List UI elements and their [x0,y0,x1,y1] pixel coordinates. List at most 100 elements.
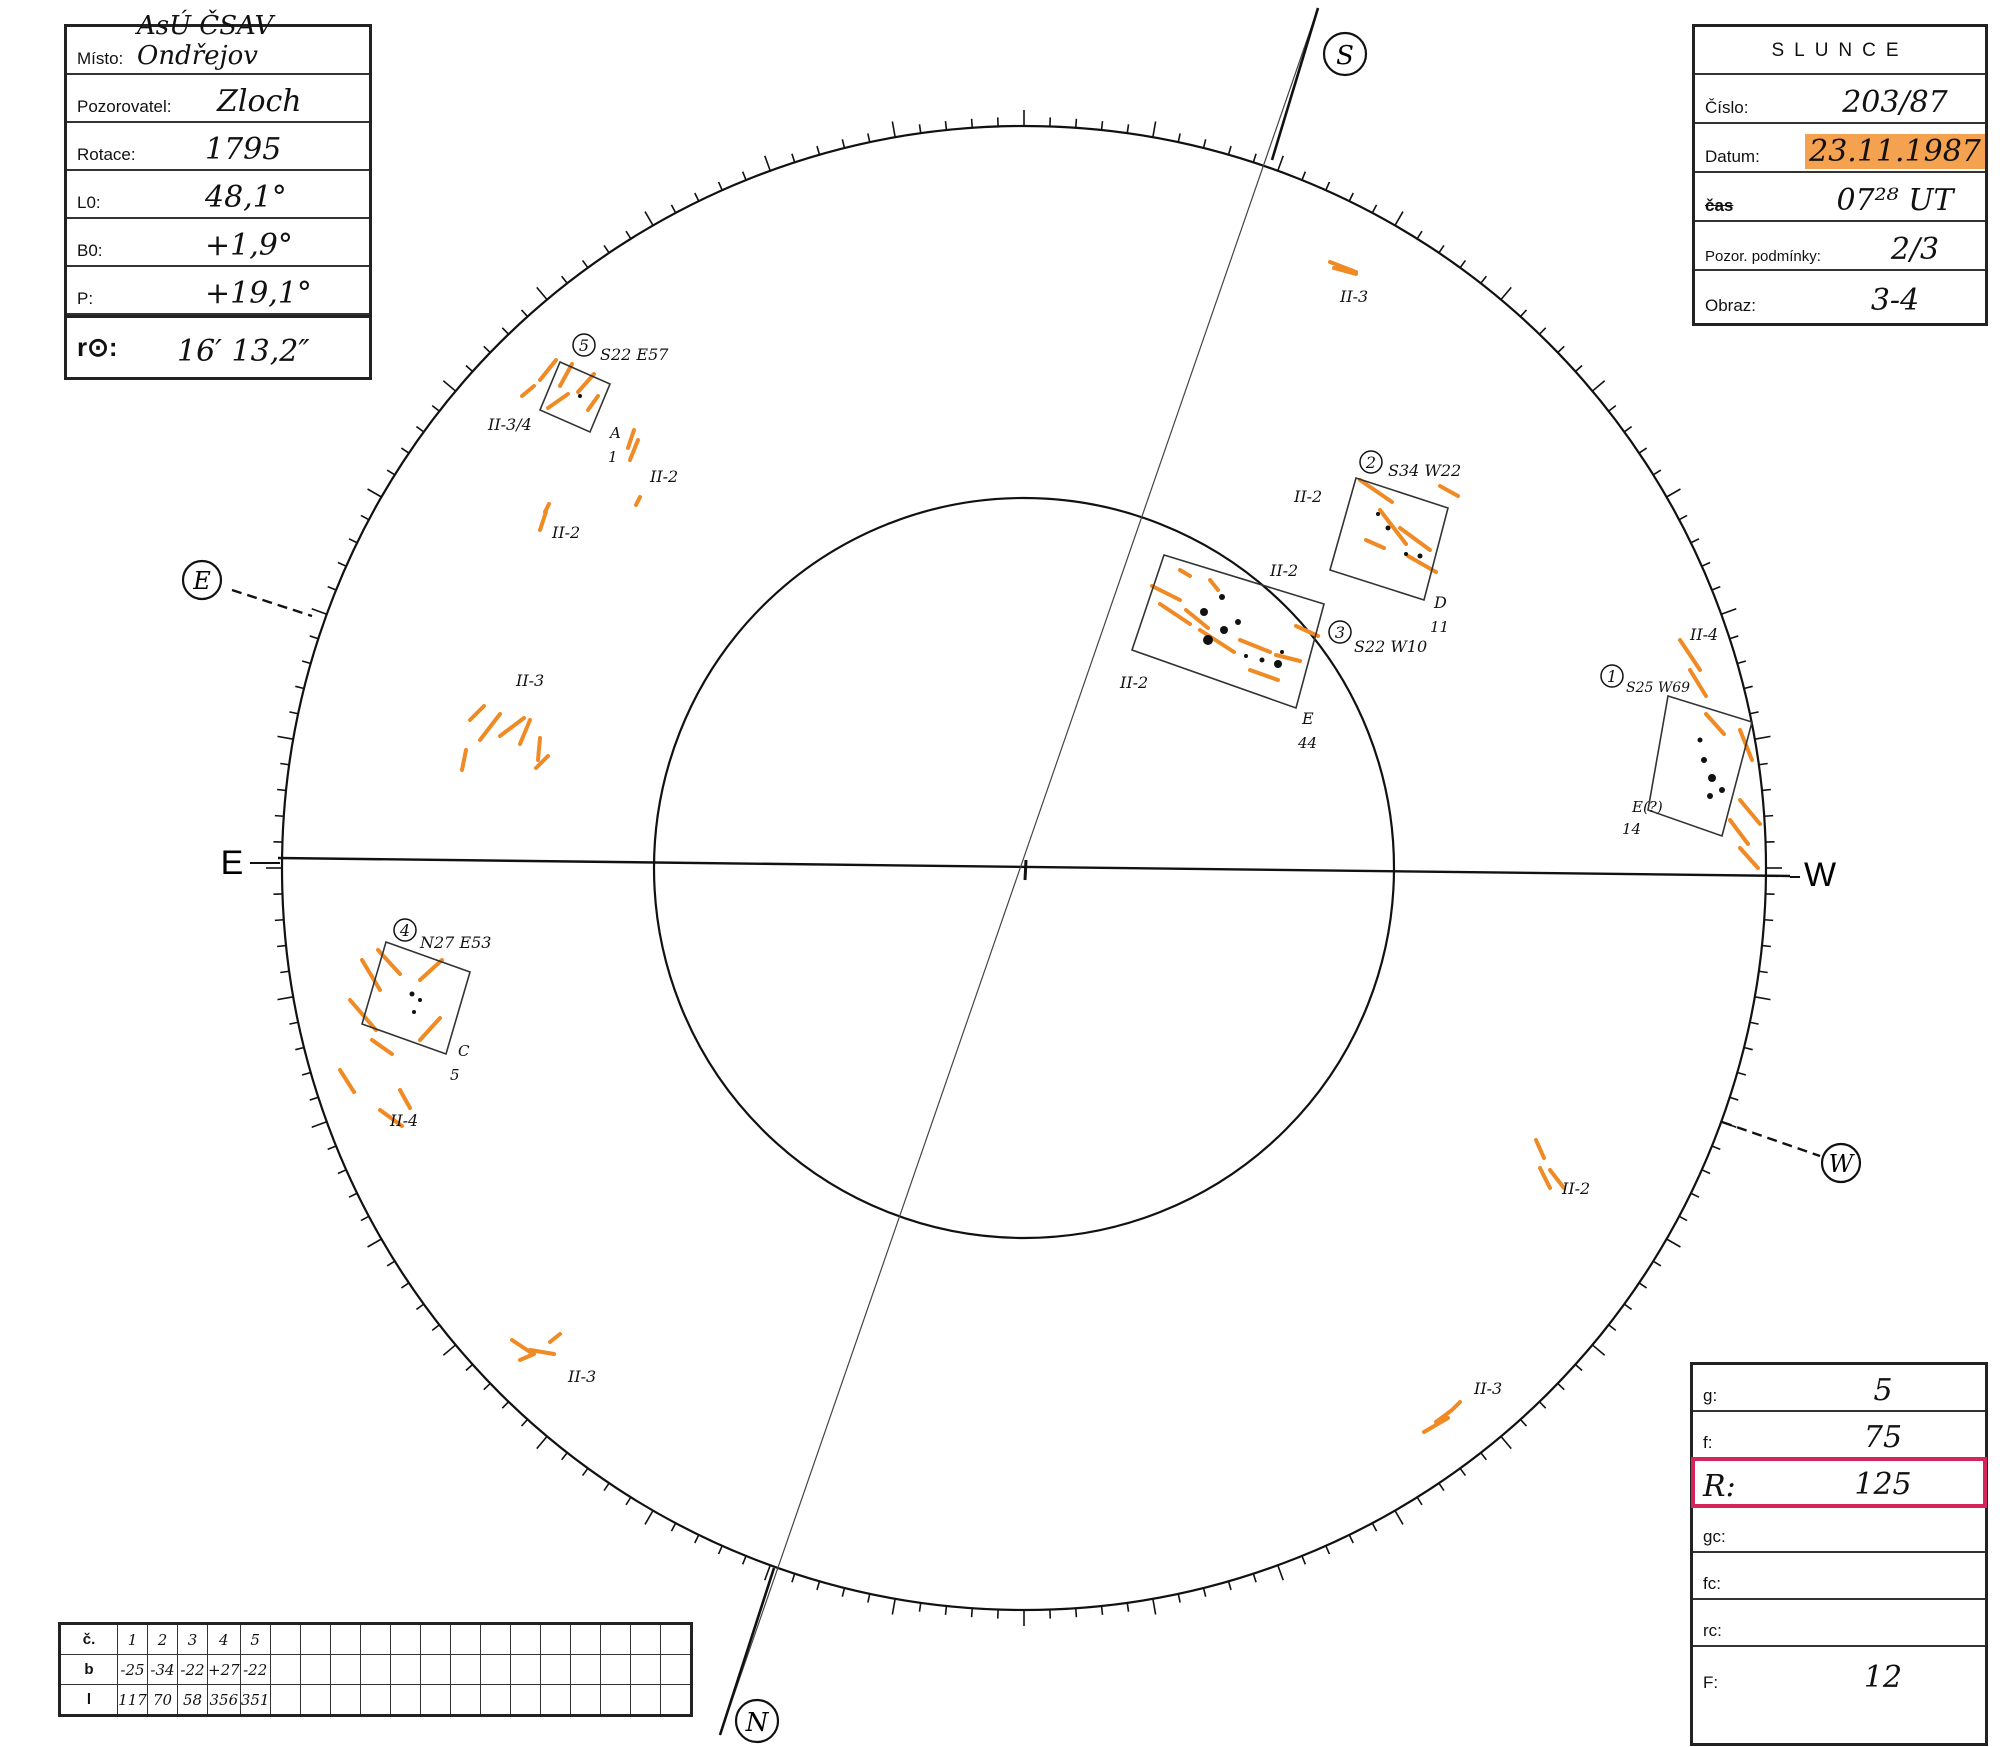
r0-value: 16′ 13,2″ [177,334,310,369]
p-value: +19,1° [205,276,312,311]
obraz-value: 3-4 [1870,283,1920,318]
region-boxes [361,360,1753,1056]
limb-tick [1519,1418,1528,1427]
limb-tick [625,1496,632,1506]
table-cell [269,1654,301,1685]
limb-tick [501,327,510,335]
limb-tick [1538,327,1547,335]
limb-tick [1126,1602,1130,1612]
table-cell [659,1654,692,1685]
svg-text:D: D [1433,593,1447,612]
r-value: 125 [1854,1467,1912,1502]
table-cell [509,1684,541,1716]
region-label-4: 4 N27 E53 C 5 [393,918,491,1084]
limb-tick [1758,970,1768,974]
limb-tick [337,1169,347,1175]
east-dashed-axis [231,588,313,618]
north-south-axis-bold-top [1270,7,1320,161]
svg-text:A: A [608,424,621,442]
table-cell [269,1623,301,1655]
limb-tick [1202,139,1207,149]
F-label: F: [1703,1673,1719,1692]
limb-tick [918,1602,922,1612]
limb-tick [431,405,440,412]
limb-tick [301,1071,311,1076]
limb-tick [1701,1169,1711,1175]
limb-tick [327,585,337,591]
rc-label: rc: [1703,1621,1722,1640]
faculae-label: II-3 [567,1367,596,1386]
limb-tick [1227,145,1232,155]
limb-tick [1152,1598,1157,1615]
limb-tick [1737,1071,1747,1076]
limb-tick [1126,124,1130,134]
limb-tick [816,145,821,155]
svg-text:44: 44 [1297,734,1317,752]
inner-circle [652,496,1396,1240]
table-cell: 58 [177,1684,208,1716]
table-cell [389,1684,421,1716]
limb-tick [1608,405,1617,412]
limb-tick [274,918,284,922]
table-cell [329,1684,361,1716]
podminky-value: 2/3 [1890,232,1940,267]
limb-tick [1152,121,1157,138]
limb-tick [1519,309,1528,318]
faculae-label: II-2 [551,523,580,542]
slunce-title: SLUNCE [1695,27,1985,75]
table-cell [449,1684,481,1716]
table-row-header: č. [59,1623,118,1655]
s-pole-label: S [1336,41,1354,71]
limb-tick [348,538,358,544]
limb-tick [1749,1021,1759,1025]
limb-tick [841,1587,846,1597]
limb-tick [670,204,677,214]
table-cell: 117 [117,1684,148,1716]
svg-text:S22 W10: S22 W10 [1354,637,1427,656]
misto-row: Místo: AsÚ ČSAV Ondřejov [67,11,369,75]
obraz-row: Obraz: 3-4 [1695,271,1985,320]
limb-tick [1764,918,1774,922]
table-cell [569,1684,601,1716]
faculae-label: II-4 [389,1111,418,1130]
l0-row: L0: 48,1° [67,171,369,219]
limb-tick [1277,155,1285,172]
limb-tick [1720,607,1737,615]
svg-text:14: 14 [1622,820,1641,838]
limb-tick [891,1598,896,1615]
limb-tick [1480,1452,1487,1461]
table-cell [299,1623,331,1655]
limb-tick [1557,1382,1565,1391]
table-cell: 1 [117,1623,148,1655]
limb-tick [311,1121,328,1129]
svg-text:5: 5 [579,336,589,355]
table-cell: -22 [239,1654,271,1685]
limb-tick [1591,1344,1606,1356]
svg-text:4: 4 [399,921,410,940]
g-label: g: [1703,1386,1718,1405]
limb-tick [520,1418,529,1427]
r-row: R: 125 [1691,1457,1987,1508]
limb-tick [1754,735,1771,740]
table-cell [329,1654,361,1685]
table-cell [419,1654,451,1685]
limb-tick [1638,447,1648,454]
podminky-row: Pozor. podmínky: 2/3 [1695,222,1985,271]
limb-tick [581,1467,589,1477]
limb-tick [274,814,284,818]
table-cell [449,1623,481,1655]
faculae-label: II-2 [1561,1179,1590,1198]
limb-tick [791,153,796,163]
g-value: 5 [1873,1373,1893,1408]
limb-tick [1652,469,1662,476]
north-south-axis [719,7,1319,1736]
limb-tick-marks [266,110,1782,1626]
limb-tick [1754,996,1771,1001]
faculae-label: II-3 [515,671,544,690]
faculae-labels: II-3 II-3/4 II-2 II-2 II-3 II-4 II-2 II-… [389,287,1718,1398]
limb-tick [1591,380,1606,392]
limb-tick [431,1324,440,1331]
limb-tick [1074,1608,1078,1618]
relative-number-box: g: 5 f: 75 R: 125 gc: fc: rc: F: 12 [1690,1362,1988,1746]
limb-tick [1416,1496,1423,1506]
